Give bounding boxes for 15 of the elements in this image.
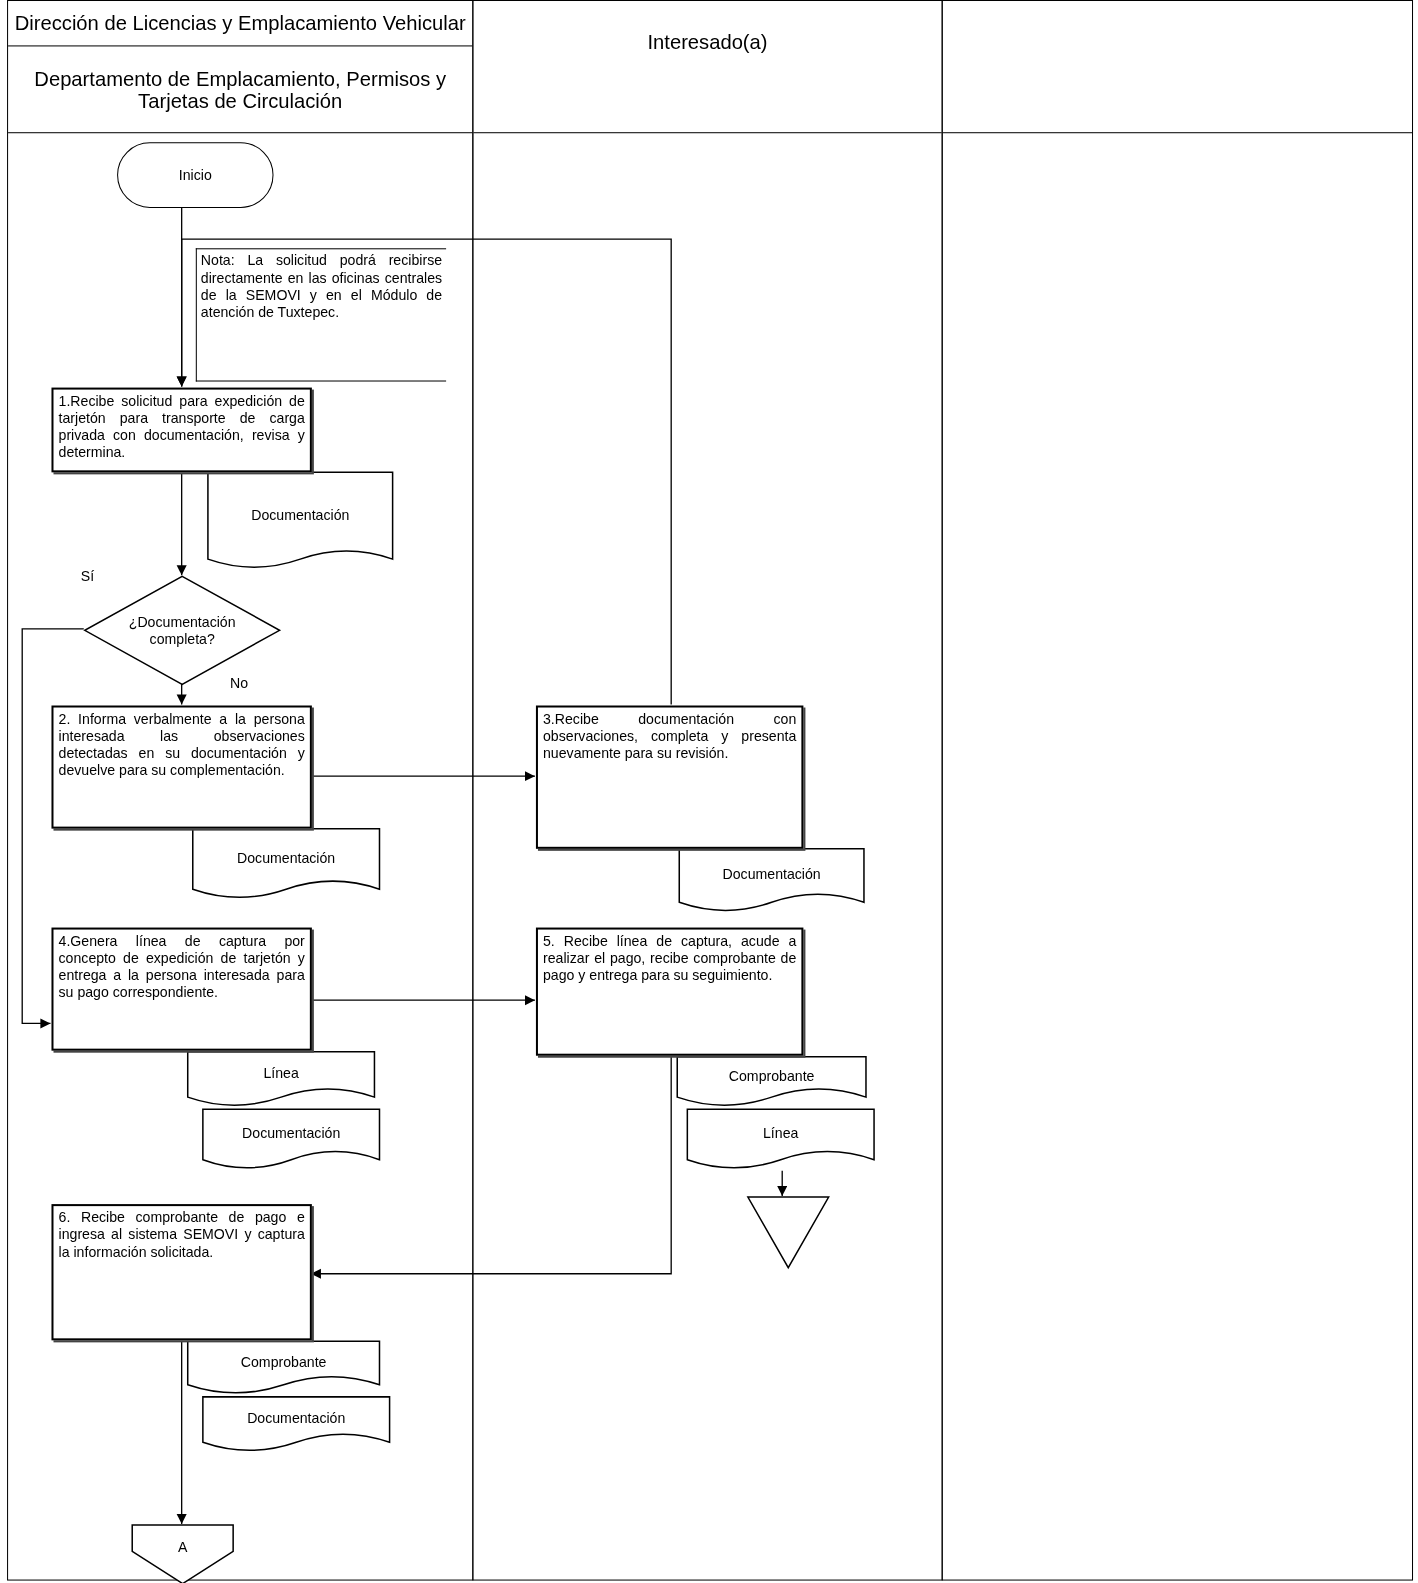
arrow [777,1170,788,1197]
offpage-connector: A [132,1525,234,1583]
swimlane [7,0,474,1581]
annotation-note: Nota: La solicitud podrá recibirse directamente en las oficinas centrales de la SEMOVI y en el Módulo de atención de Tuxtepec. [195,248,447,382]
arrow [176,682,187,706]
archive-triangle [747,1197,829,1268]
lane-title: Departamento de Emplacamiento, Permisos y Tarjetas de Circulación [8,46,473,134]
lane-title: Interesado(a) [473,1,942,134]
start-terminal: Inicio [117,142,274,208]
document-shape: Comprobante [187,1341,380,1397]
arrow [21,628,85,1029]
process-box: 1.Recibe solicitud para expedición de tarjetón para transporte de carga privada con documentación, revisa y determina. [51,387,312,473]
document-shape: Documentación [202,1109,380,1172]
arrow [176,238,672,706]
lane-title: Dirección de Licencias y Emplacamiento Vehicular [8,1,473,47]
